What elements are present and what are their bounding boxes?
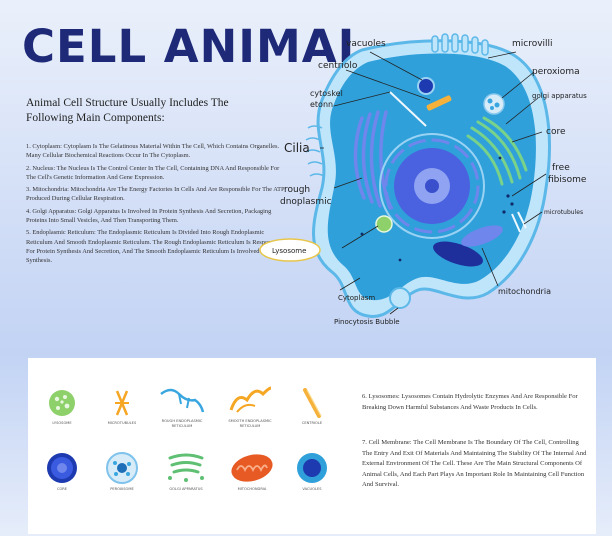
mitochondria-shape (433, 225, 503, 267)
legend-item-microtubules: MICROTUBULES (92, 388, 152, 426)
label-pinocytosis-bubble: Pinocytosis Bubble (334, 318, 400, 326)
component-item-nucleus: 2. Nucleus: The Nucleus Is The Control C… (26, 164, 280, 181)
component-item-er: 5. Endoplasmic Reticulum: The Endoplasmi… (26, 229, 284, 265)
component-item-golgi: 4. Golgi Apparatus: Golgi Apparatus Is I… (26, 207, 272, 225)
animal-cell-diagram: vacuoles microvilli centriolo peroxioma … (259, 33, 587, 326)
legend-item-golgi: GOLGI APPARATUS (156, 450, 216, 492)
lysosome-shape (375, 215, 393, 233)
legend-label: LYSOSOME (52, 421, 72, 425)
legend-panel: LYSOSOME MICROTUBULES ROUGH ENDOPLASMIC … (28, 358, 596, 534)
centriole-shape (426, 95, 452, 111)
lysosome-icon (49, 390, 75, 416)
label-microtubules: microtubules (544, 209, 583, 216)
component-item-lysosomes: 6. Lysosomes: Lysosomes Contain Hydrolyt… (362, 393, 578, 411)
label-lysosome: Lysosome (272, 247, 306, 255)
microvilli-shape (431, 33, 489, 56)
legend-item-lysosome: LYSOSOME (32, 388, 92, 426)
legend-label: CORE (56, 487, 68, 491)
nucleus-envelope (379, 133, 485, 239)
label-cilia: Cilia (284, 141, 310, 155)
rough-er-shape (353, 110, 392, 210)
smooth-er-icon (229, 386, 272, 413)
golgi-icon (168, 453, 204, 482)
core-icon (47, 453, 77, 483)
label-rough-er-line2: dnoplasmic (280, 197, 332, 207)
cilia-shape (305, 125, 325, 177)
rough-er-icon (160, 388, 205, 413)
peroxisome-shape (483, 93, 505, 115)
lysosome-callout (259, 238, 321, 262)
label-rough-er-line1: rough (284, 185, 310, 195)
pinocytosis-bubble-shape (389, 287, 411, 309)
components-list: 1. Cytoplasm: Cytoplasm Is The Gelatinou… (26, 142, 288, 269)
component-item-mitochondria: 3. Mitochondria: Mitochondria Are The En… (26, 186, 285, 203)
label-vacuoles: vacuoles (346, 39, 386, 49)
legend-item-peroxisome: PEROXISOME (92, 452, 152, 492)
legend-label: PEROXISOME (110, 487, 134, 491)
legend-label: MITOCHONDRIA (237, 487, 267, 491)
label-free-ribosome-line2: fibisome (548, 175, 587, 185)
intro-heading: Animal Cell Structure Usually Includes T… (26, 97, 229, 124)
label-cytoplasm: Cytoplasm (338, 294, 375, 302)
legend-label: VACUOLES (302, 487, 322, 491)
label-cytoskeleton-line1: cytoskel (310, 89, 343, 98)
label-peroxisome: peroxioma (532, 67, 580, 77)
legend-label: MICROTUBULES (107, 421, 137, 425)
label-mitochondria: mitochondria (498, 287, 551, 296)
label-free-ribosome-line1: free (552, 163, 570, 173)
legend-label: SMOOTH ENDOPLASMIC RETICULUM (228, 419, 272, 428)
component-item-cell-membrane: 7. Cell Membrane: The Cell Membrane Is T… (362, 439, 587, 489)
legend-item-centriole: CENTRIOLE (282, 388, 342, 426)
label-core: core (546, 127, 566, 137)
centriole-icon (303, 388, 322, 418)
component-item-cytoplasm: 1. Cytoplasm: Cytoplasm Is The Gelatinou… (26, 143, 280, 160)
legend-item-rough-er: ROUGH ENDOPLASMIC RETICULUM (152, 384, 212, 428)
label-microvilli: microvilli (512, 39, 553, 49)
vacuole-shape (417, 77, 435, 95)
microtubules-shape (511, 211, 527, 233)
label-centriole: centriolo (318, 61, 358, 71)
legend-item-core: CORE (32, 452, 92, 492)
legend-item-vacuoles: VACUOLES (282, 452, 342, 492)
peroxisome-icon (106, 452, 138, 484)
legend-label: ROUGH ENDOPLASMIC RETICULUM (161, 419, 203, 428)
mitochondria-icon (231, 454, 273, 482)
legend-label: CENTRIOLE (301, 421, 323, 425)
legend-item-mitochondria: MITOCHONDRIA (222, 452, 282, 492)
legend-item-smooth-er: SMOOTH ENDOPLASMIC RETICULUM (220, 384, 280, 428)
microtubules-icon (115, 390, 129, 416)
label-golgi: golgi apparatus (532, 92, 587, 100)
golgi-shape (466, 116, 528, 186)
legend-label: GOLGI APPARATUS (169, 487, 203, 491)
ribosome-dots (360, 156, 514, 262)
cytoskeleton-shape (389, 91, 427, 127)
vacuoles-icon (297, 453, 327, 483)
label-cytoskeleton-line2: etonn (310, 100, 333, 109)
page-title: CELL ANIMAL (22, 20, 368, 73)
